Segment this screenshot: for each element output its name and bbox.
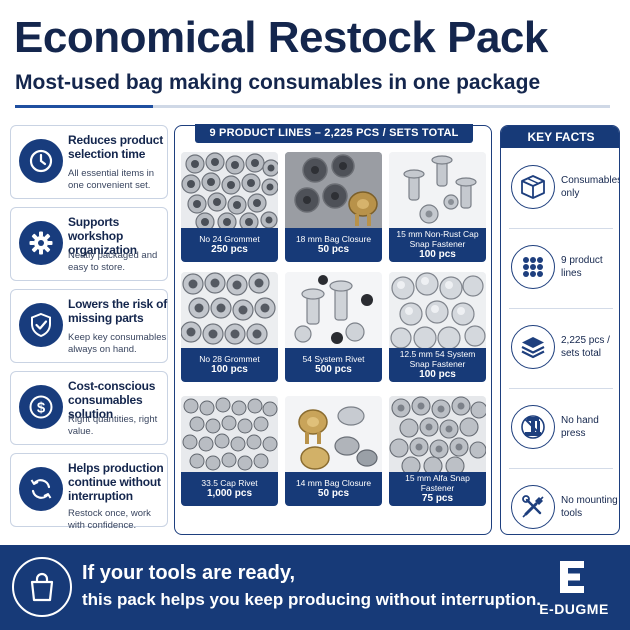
product-qty: 100 pcs: [211, 364, 248, 375]
bag-closure-photo: [285, 152, 382, 230]
footer-banner: If your tools are ready, this pack helps…: [0, 545, 630, 630]
product-caption: 33.5 Cap Rivet 1,000 pcs: [181, 472, 278, 506]
snap-fastener-photo: [389, 396, 486, 474]
grommet-photo: [181, 272, 278, 350]
bag-closure-photo: [285, 396, 382, 474]
benefit-card: $ Cost-conscious consumables solution Ri…: [10, 371, 168, 445]
product-qty: 500 pcs: [315, 364, 352, 375]
product-panel: 9 PRODUCT LINES – 2,225 PCS / SETS TOTAL…: [174, 124, 492, 535]
shopping-bag-icon: [12, 557, 72, 617]
product-tile: No 24 Grommet 250 pcs: [181, 152, 278, 262]
clock-icon: [19, 139, 63, 183]
snap-fastener-photo: [389, 272, 486, 350]
key-fact: 9 product lines: [501, 232, 619, 302]
shield-check-icon: [19, 303, 63, 347]
benefit-title: Cost-conscious consumables solution: [68, 379, 156, 421]
rivet-photo: [285, 272, 382, 350]
benefit-card: Lowers the risk of missing parts Keep ke…: [10, 289, 168, 363]
product-tile: 33.5 Cap Rivet 1,000 pcs: [181, 396, 278, 506]
product-caption: No 28 Grommet 100 pcs: [181, 348, 278, 382]
snap-fastener-photo: [389, 152, 486, 230]
key-fact: 2,225 pcs / sets total: [501, 312, 619, 382]
divider: [509, 468, 613, 469]
page-title: Economical Restock Pack: [14, 13, 548, 62]
svg-text:$: $: [37, 400, 46, 417]
product-caption: 15 mm Non-Rust Cap Snap Fastener 100 pcs: [389, 228, 486, 262]
benefit-title: Reduces product selection time: [68, 133, 164, 161]
benefit-desc: Right quantities, right value.: [68, 414, 158, 437]
product-tile: 15 mm Non-Rust Cap Snap Fastener 100 pcs: [389, 152, 486, 262]
product-qty: 75 pcs: [421, 493, 454, 504]
benefit-desc: Keep key consumables always on hand.: [68, 332, 167, 355]
product-caption: 54 System Rivet 500 pcs: [285, 348, 382, 382]
product-qty: 50 pcs: [317, 488, 350, 499]
gear-icon: [19, 221, 63, 265]
key-fact: No hand press: [501, 392, 619, 462]
title-rule-accent: [15, 105, 153, 108]
benefit-card: Supports workshop organization Neatly pa…: [10, 207, 168, 281]
grommet-photo: [181, 152, 278, 230]
key-facts-panel: KEY FACTS Consumables only 9 product lin…: [500, 125, 620, 535]
key-facts-heading: KEY FACTS: [501, 126, 619, 148]
key-fact-text: 2,225 pcs / sets total: [561, 335, 610, 359]
product-tile: 14 mm Bag Closure 50 pcs: [285, 396, 382, 506]
product-name: No 24 Grommet: [199, 234, 260, 244]
cap-rivet-photo: [181, 396, 278, 474]
footer-line-2: this pack helps you keep producing witho…: [82, 590, 542, 609]
layers-icon: [511, 325, 555, 369]
product-tile: 15 mm Alfa Snap Fastener 75 pcs: [389, 396, 486, 506]
brand-name: E-DUGME: [539, 601, 609, 617]
product-name: 15 mm Alfa Snap Fastener: [405, 473, 470, 493]
product-tile: 54 System Rivet 500 pcs: [285, 272, 382, 382]
divider: [509, 228, 613, 229]
product-caption: No 24 Grommet 250 pcs: [181, 228, 278, 262]
benefit-desc: Restock once, work with confidence.: [68, 508, 151, 531]
title-rule: [153, 105, 610, 108]
product-qty: 50 pcs: [317, 244, 350, 255]
no-press-icon: [511, 405, 555, 449]
product-name: No 28 Grommet: [199, 354, 260, 364]
refresh-icon: [19, 467, 63, 511]
page-subtitle: Most-used bag making consumables in one …: [15, 71, 541, 94]
product-qty: 100 pcs: [419, 369, 456, 380]
key-fact: Consumables only: [501, 152, 620, 222]
divider: [509, 308, 613, 309]
product-tile: No 28 Grommet 100 pcs: [181, 272, 278, 382]
benefit-card: Reduces product selection time All essen…: [10, 125, 168, 199]
dollar-coin-icon: $: [19, 385, 63, 429]
product-caption: 12.5 mm 54 System Snap Fastener 100 pcs: [389, 348, 486, 382]
product-tile: 18 mm Bag Closure 50 pcs: [285, 152, 382, 262]
product-caption: 18 mm Bag Closure 50 pcs: [285, 228, 382, 262]
product-name: 54 System Rivet: [302, 354, 365, 364]
product-panel-heading: 9 PRODUCT LINES – 2,225 PCS / SETS TOTAL: [195, 124, 473, 143]
benefit-title: Lowers the risk of missing parts: [68, 297, 168, 325]
product-name: 18 mm Bag Closure: [295, 234, 372, 244]
key-fact-text: No mounting tools: [561, 495, 618, 519]
product-tile: 12.5 mm 54 System Snap Fastener 100 pcs: [389, 272, 486, 382]
product-name: 14 mm Bag Closure: [295, 478, 372, 488]
key-fact-text: 9 product lines: [561, 255, 603, 279]
product-qty: 100 pcs: [419, 249, 456, 260]
product-caption: 15 mm Alfa Snap Fastener 75 pcs: [389, 472, 486, 506]
benefit-title: Helps production continue without interr…: [68, 461, 164, 503]
benefit-card: Helps production continue without interr…: [10, 453, 168, 531]
product-qty: 1,000 pcs: [206, 488, 253, 499]
footer-line-1: If your tools are ready,: [82, 562, 296, 584]
dots-grid-icon: [511, 245, 555, 289]
key-fact-text: No hand press: [561, 415, 599, 439]
key-fact: No mounting tools: [501, 472, 619, 534]
box-icon: [511, 165, 555, 209]
benefit-title: Supports workshop organization: [68, 215, 137, 257]
benefit-desc: All essential items in one convenient se…: [68, 168, 155, 191]
benefit-desc: Neatly packaged and easy to store.: [68, 250, 158, 273]
product-caption: 14 mm Bag Closure 50 pcs: [285, 472, 382, 506]
product-qty: 250 pcs: [211, 244, 248, 255]
key-fact-text: Consumables only: [561, 175, 620, 199]
product-name: 33.5 Cap Rivet: [201, 478, 258, 488]
no-tools-icon: [511, 485, 555, 529]
divider: [509, 388, 613, 389]
product-name: 15 mm Non-Rust Cap Snap Fastener: [396, 229, 479, 249]
product-name: 12.5 mm 54 System Snap Fastener: [399, 349, 476, 369]
brand-logo-icon: [560, 561, 584, 593]
